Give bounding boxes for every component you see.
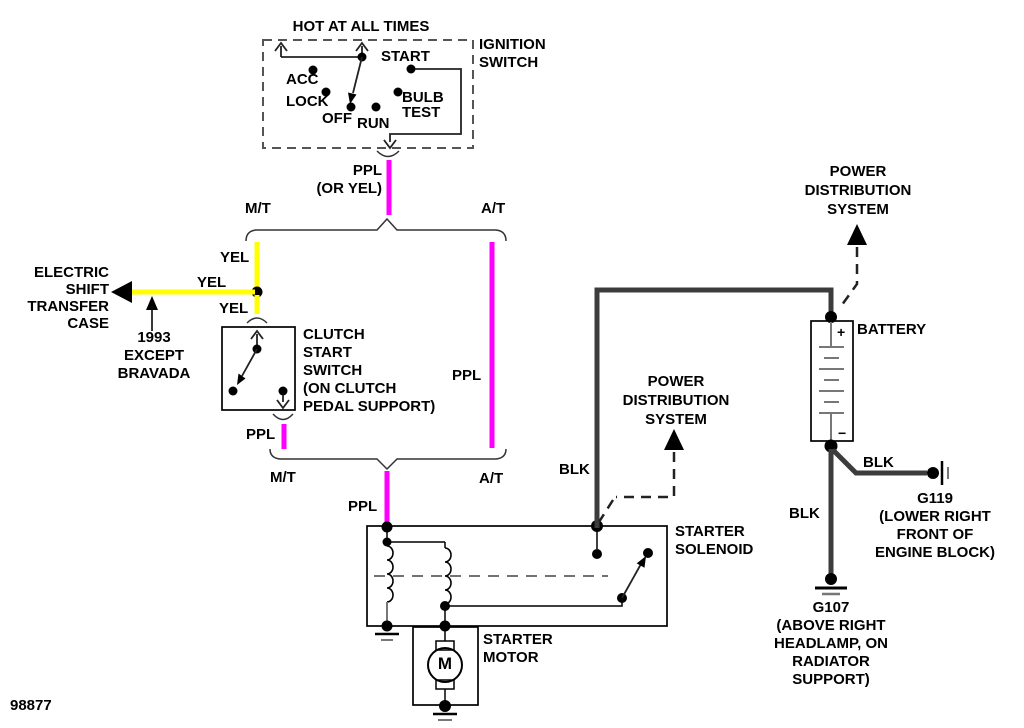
wire-label-ppl-solenoid: PPL — [348, 498, 378, 515]
battery-plus-sign: + — [837, 324, 846, 340]
pds-dashed-lead — [837, 247, 859, 310]
splice-dot-yel — [251, 286, 263, 298]
position-label-acc: ACC — [286, 71, 319, 88]
split-brace-top — [245, 217, 507, 242]
contact-dot-lock — [321, 87, 331, 97]
rotor-arm — [352, 56, 363, 94]
hot-at-all-times-label: HOT AT ALL TIMES — [292, 18, 430, 35]
solenoid-box — [366, 525, 668, 627]
transfer-case-arrow-icon — [111, 281, 132, 303]
wire-label-blk-solenoid: BLK — [559, 461, 590, 478]
clutch-start-switch-symbol — [221, 317, 296, 421]
power-distribution-tap-top — [837, 224, 867, 310]
ground-dot — [927, 467, 939, 479]
ground-label-g119: G119 (LOWER RIGHT FRONT OF ENGINE BLOCK) — [875, 490, 995, 561]
ground-dot — [825, 573, 837, 585]
solenoid-arm-arrowhead-icon — [636, 556, 646, 568]
starter-motor-symbol — [412, 626, 479, 721]
wire-label-yel-1: YEL — [220, 249, 250, 266]
position-label-lock: LOCK — [286, 93, 329, 110]
motor-brush-top — [435, 640, 455, 651]
branch-label-mt-top: M/T — [245, 200, 271, 217]
ground-g119-symbol — [927, 461, 949, 485]
rotor-arm-arrowhead-icon — [348, 92, 357, 104]
note-arrow-icon — [146, 296, 158, 310]
battery-minus-sign: − — [838, 425, 847, 441]
ignition-switch-symbol — [262, 39, 474, 158]
wire-label-blk-g107: BLK — [789, 505, 820, 522]
motor-m-symbol: M — [437, 654, 453, 673]
contact-dot-off — [346, 102, 356, 112]
wire-label-ppl-at: PPL — [452, 367, 482, 384]
branch-label-mt-bottom: M/T — [270, 469, 296, 486]
branch-label-at-top: A/T — [481, 200, 506, 217]
clutch-out-contact-dot — [278, 386, 288, 396]
battery-contact-dot — [592, 549, 602, 559]
ignition-switch-title: IGNITION SWITCH — [479, 36, 546, 71]
wire-label-yel-2: YEL — [197, 274, 227, 291]
wire-label-yel-3: YEL — [219, 300, 249, 317]
start-output-line — [389, 68, 462, 142]
coil-ground-dot — [381, 620, 393, 632]
starter-solenoid-symbol — [366, 520, 668, 641]
contact-link-line — [445, 600, 623, 607]
wire-blk-to-g119 — [831, 448, 927, 476]
ground-dot — [439, 700, 451, 712]
diagram-id: 98877 — [10, 697, 52, 714]
battery-positive-terminal-dot — [825, 311, 837, 323]
clutch-in-arrow-icon — [250, 329, 264, 340]
clutch-contact-dot-lower — [228, 386, 238, 396]
position-label-bulb-test: BULB TEST — [402, 89, 444, 121]
solenoid-switch-arm — [621, 563, 642, 599]
clutch-switch-arm — [241, 348, 258, 377]
contact-dot-acc — [308, 65, 318, 75]
connector-arc — [376, 150, 400, 158]
pds-dashed-lead-diagonal — [597, 499, 615, 523]
starter-motor-label: STARTER MOTOR — [483, 631, 553, 666]
wire-label-ppl-or-yel: PPL (OR YEL) — [316, 162, 382, 197]
position-label-start: START — [381, 48, 430, 65]
wire-label-blk-g119: BLK — [863, 454, 894, 471]
position-label-off: OFF — [322, 110, 352, 127]
feed-arrow-center-icon — [355, 41, 369, 52]
connector-arc — [272, 413, 294, 421]
contact-dot-bulb-test — [393, 87, 403, 97]
clutch-start-switch-label: CLUTCH START SWITCH (ON CLUTCH PEDAL SUP… — [303, 326, 436, 415]
clutch-out-arrow-icon — [276, 399, 290, 410]
contact-dot-run — [371, 102, 381, 112]
start-output-arrow-icon — [383, 139, 397, 150]
battery-symbol — [810, 311, 854, 453]
connector-arc — [246, 317, 268, 324]
pull-in-coil-icon — [386, 545, 394, 603]
pds-arrow-up-icon — [847, 224, 867, 245]
pds-arrow-up-icon — [664, 429, 684, 450]
pds-dashed-lead — [616, 452, 676, 499]
motor-terminal-dot — [439, 620, 451, 632]
hold-in-coil-icon — [444, 547, 452, 605]
merge-brace-bottom — [269, 448, 507, 471]
clutch-arm-arrowhead-icon — [237, 373, 246, 385]
ignition-switch-dashed-box — [262, 39, 474, 149]
ground-g107-symbol — [815, 573, 847, 596]
wire-blk-battery-to-solenoid — [594, 287, 834, 528]
wire-label-ppl-mt: PPL — [246, 426, 276, 443]
transfer-case-label: ELECTRIC SHIFT TRANSFER CASE — [27, 264, 109, 332]
ground-label-g107: G107 (ABOVE RIGHT HEADLAMP, ON RADIATOR … — [774, 599, 888, 688]
motor-circle — [427, 647, 463, 683]
fixed-contact-dot — [643, 548, 653, 558]
note-1993-except-bravada: 1993 EXCEPT BRAVADA — [117, 329, 191, 382]
power-distribution-label-top: POWER DISTRIBUTION SYSTEM — [804, 163, 912, 218]
position-label-run: RUN — [357, 115, 390, 132]
feed-arrow-left-icon — [274, 41, 288, 52]
power-distribution-tap-mid — [597, 429, 684, 523]
clutch-switch-box — [221, 326, 296, 411]
battery-label: BATTERY — [857, 321, 927, 338]
starter-solenoid-label: STARTER SOLENOID — [675, 523, 754, 558]
power-distribution-label-mid: POWER DISTRIBUTION SYSTEM — [622, 373, 730, 428]
branch-label-at-bottom: A/T — [479, 470, 504, 487]
contact-dot-start — [406, 64, 416, 74]
